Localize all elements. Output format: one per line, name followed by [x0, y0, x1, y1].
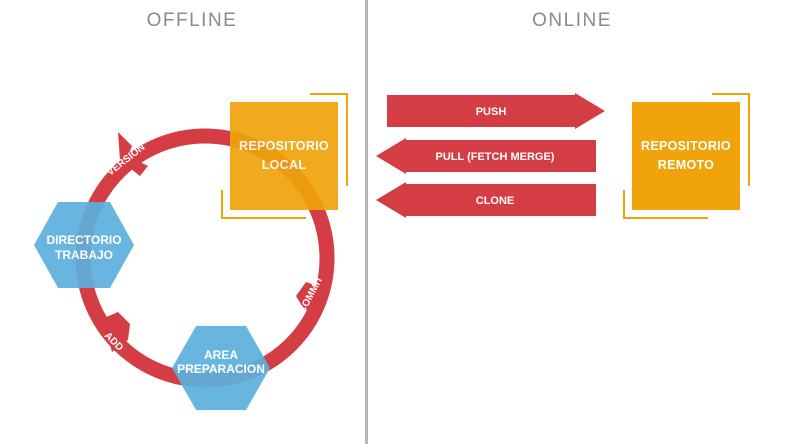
push-arrow: [387, 93, 605, 129]
clone-label: CLONE: [476, 195, 515, 207]
commit-arrowhead: [296, 282, 322, 316]
offline-section-title: OFFLINE: [146, 10, 238, 31]
working-directory-label-line2: TRABAJO: [55, 248, 113, 262]
remote-repository-label-line1: REPOSITORIO: [641, 139, 731, 153]
remote-repository-box: REPOSITORIO REMOTO: [632, 102, 740, 210]
local-repo-bracket-top: [310, 93, 348, 186]
remote-repo-bracket-top: [712, 93, 750, 186]
section-divider: [365, 0, 368, 444]
staging-area-label-line2: PREPARACION: [177, 362, 265, 376]
local-repo-bracket-bottom: [221, 190, 306, 219]
pull-arrow: [376, 138, 596, 174]
clone-arrow: [376, 182, 596, 218]
version-arrowhead: [118, 132, 148, 176]
remote-repo-bracket-bottom: [623, 190, 708, 219]
remote-repository-label-line2: REMOTO: [657, 158, 715, 172]
push-label: PUSH: [476, 106, 507, 118]
pull-label: PULL (FETCH MERGE): [436, 151, 555, 163]
local-repository-label-line2: LOCAL: [261, 158, 307, 172]
local-repository-box: REPOSITORIO LOCAL: [230, 102, 338, 210]
staging-area-hexagon: [172, 326, 270, 410]
staging-area-label-line1: AREA: [204, 348, 238, 362]
working-directory-label-line1: DIRECTORIO: [46, 233, 121, 247]
working-directory-hexagon: [34, 202, 134, 288]
local-repository-label-line1: REPOSITORIO: [239, 139, 329, 153]
online-section-title: ONLINE: [532, 10, 612, 31]
add-arrowhead: [104, 312, 130, 352]
